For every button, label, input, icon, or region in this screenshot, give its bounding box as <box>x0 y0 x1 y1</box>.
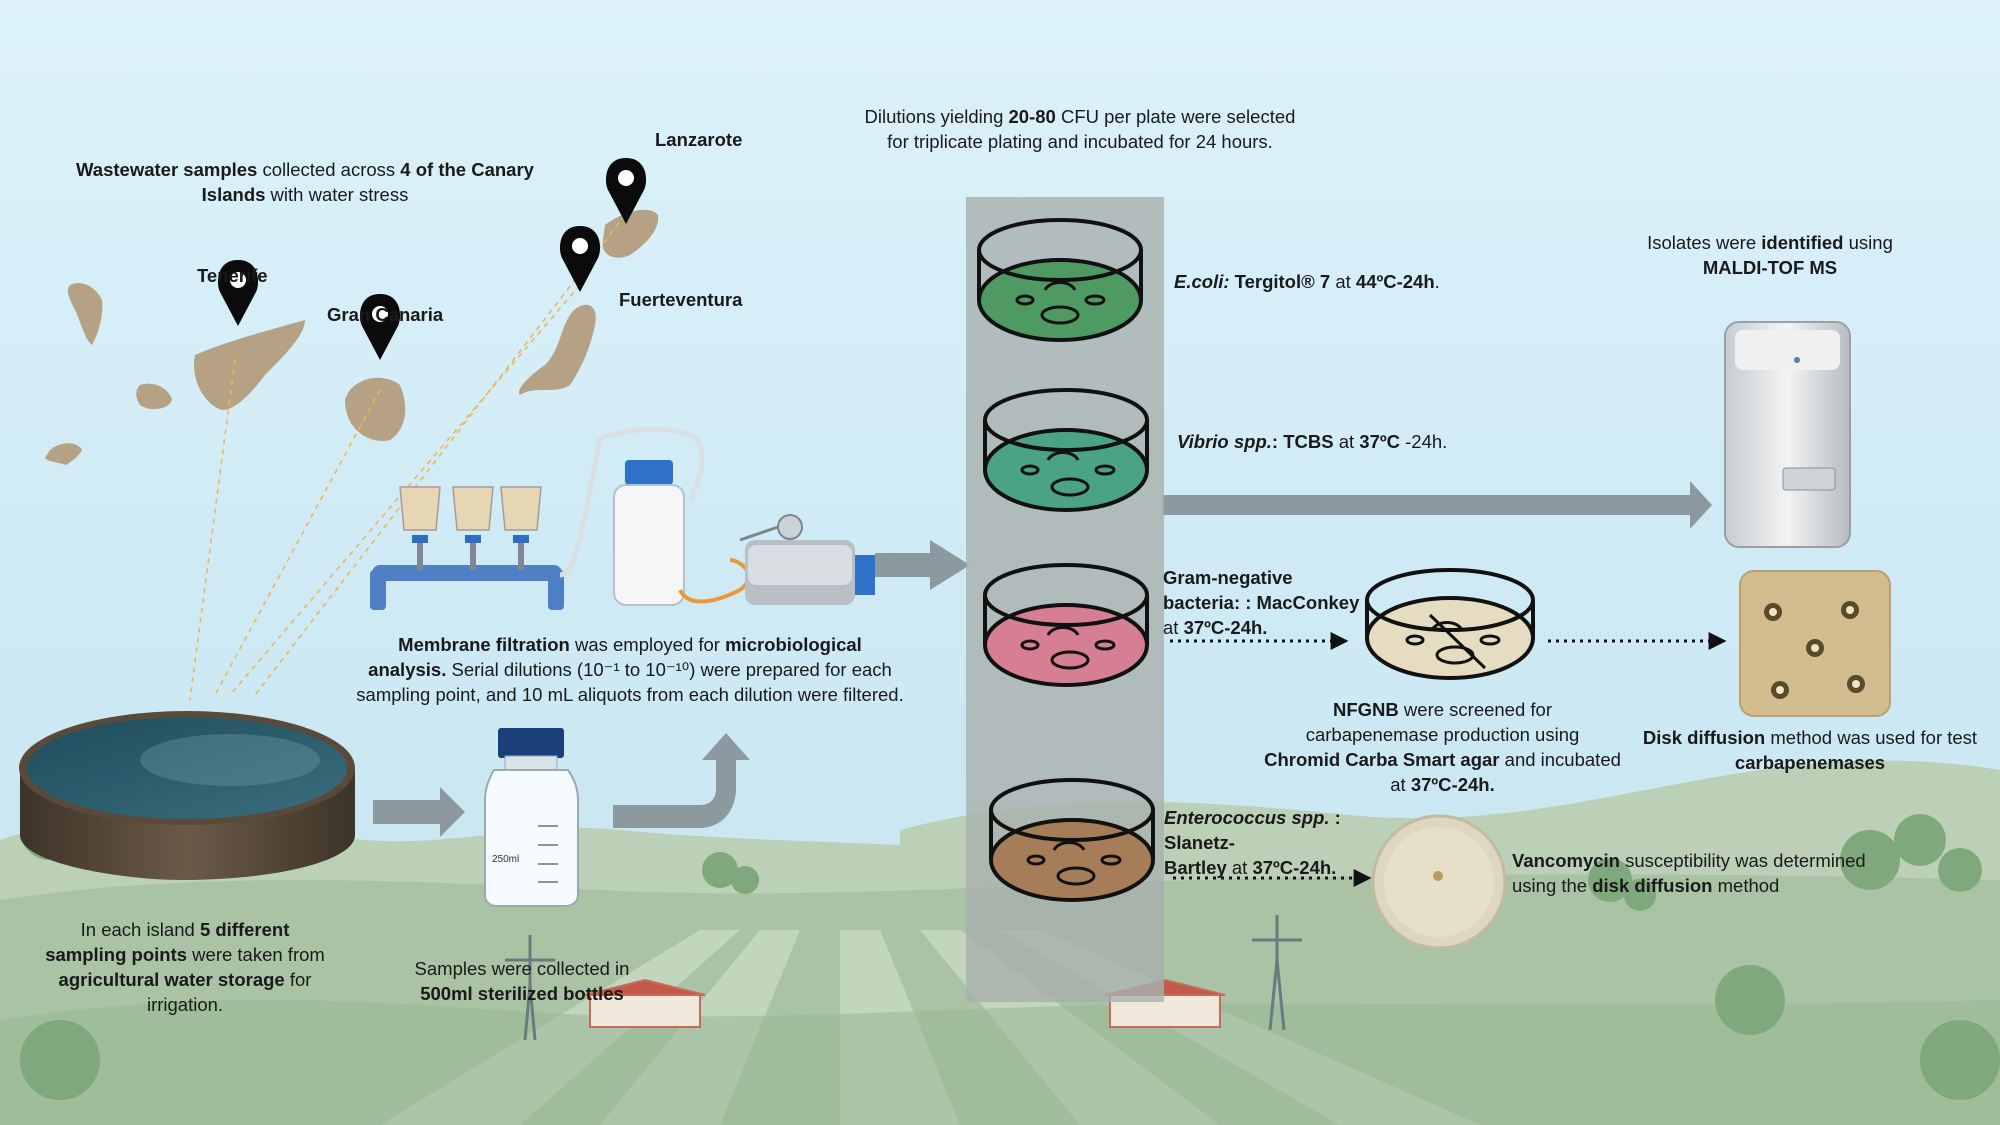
arrow-filtration-to-plates <box>875 540 970 590</box>
step-disk-diffusion-carbapenemases: Disk diffusion method was used for test … <box>1642 727 1978 773</box>
step-dilution-selection: Dilutions yielding 20-80 CFU per plate w… <box>864 106 1296 152</box>
island-el-hierro <box>45 443 82 465</box>
location-pin-icon <box>359 294 401 360</box>
disk-diffusion-carbapenemase-plate <box>1739 570 1891 717</box>
water-storage-tank <box>19 711 355 880</box>
medium-label-enterococcus: Enterococcus spp. : Slanetz- Bartley at … <box>1164 807 1341 878</box>
step-membrane-filtration: Membrane filtration was employed for mic… <box>356 634 904 705</box>
location-pins <box>217 158 647 360</box>
maldi-tof-instrument <box>1724 321 1851 548</box>
step-sampling-points: In each island 5 different sampling poin… <box>45 919 325 1015</box>
location-pin-icon <box>559 226 601 292</box>
island-la-palma <box>67 283 103 345</box>
step-nfgnb-screening: NFGNB were screened for carbapenemase pr… <box>1264 699 1621 795</box>
island-lanzarote <box>602 209 659 258</box>
dotted-arrows <box>1170 632 1727 887</box>
filtration-manifold <box>370 426 875 610</box>
medium-label-ecoli: E.coli: Tergitol® 7 at 44ºC-24h. <box>1174 271 1440 292</box>
vancomycin-disk-diffusion-plate <box>1371 814 1507 950</box>
location-pin-icon <box>217 260 259 326</box>
island-label-tenerife: Tenerife <box>197 265 268 286</box>
step-sample-bottles: Samples were collected in 500ml steriliz… <box>414 958 630 1004</box>
island-label-lanzarote: Lanzarote <box>655 129 743 150</box>
medium-label-gram-negative: Gram-negative bacteria: : MacConkey at 3… <box>1163 567 1360 638</box>
step-maldi-identification: Isolates were identified using MALDI-TOF… <box>1647 232 1893 278</box>
petri-dish-ecoli <box>977 218 1143 342</box>
petri-dish-chromid <box>1365 568 1535 680</box>
step-vancomycin-susceptibility: Vancomycin susceptibility was determined… <box>1512 850 1866 896</box>
sample-bottle: 250ml <box>484 728 579 907</box>
connection-lines <box>189 214 626 701</box>
step-wastewater-collection: Wastewater samples collected across 4 of… <box>76 159 534 205</box>
island-tenerife <box>194 320 305 410</box>
arrow-tank-to-bottle <box>373 787 465 837</box>
petri-dish-vibrio <box>983 388 1149 512</box>
island-la-gomera <box>136 383 172 410</box>
arrow-plates-to-maldi <box>1162 481 1712 529</box>
petri-dish-macconkey <box>983 563 1149 687</box>
island-fuerteventura <box>519 304 596 395</box>
canary-islands-map <box>45 209 659 465</box>
windmill-icon <box>505 915 1302 1041</box>
island-label-gran-canaria: Gran Canaria <box>327 304 444 325</box>
arrow-bottle-to-filtration <box>613 733 750 828</box>
petri-dish-enterococcus <box>989 778 1155 902</box>
island-gran-canaria <box>345 377 406 441</box>
location-pin-icon <box>605 158 647 224</box>
medium-label-vibrio: Vibrio spp.: TCBS at 37ºC -24h. <box>1177 431 1448 452</box>
bottle-volume-label: 250ml <box>492 854 519 865</box>
island-label-fuerteventura: Fuerteventura <box>619 289 743 310</box>
flow-arrows <box>373 481 1712 837</box>
